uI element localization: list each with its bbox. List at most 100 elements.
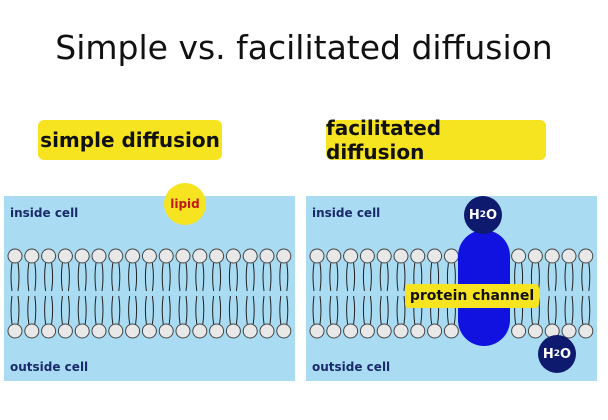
phospholipid-icon <box>141 323 157 339</box>
phospholipid-icon <box>427 323 443 339</box>
phospholipid-icon <box>24 323 40 339</box>
phospholipid-icon <box>225 323 241 339</box>
water-subscript: 2 <box>479 210 487 220</box>
lipid-tail <box>135 262 138 292</box>
lipid-tail <box>202 262 205 292</box>
phospholipid-icon <box>376 323 392 339</box>
outside-cell-label: outside cell <box>10 360 89 374</box>
phospholipid-icon <box>108 248 124 264</box>
phospholipid-icon <box>309 323 325 339</box>
page-title: Simple vs. facilitated diffusion <box>55 28 553 67</box>
phospholipid-icon <box>393 248 409 264</box>
lipid-tail <box>245 262 248 292</box>
lipid-tail <box>269 262 272 292</box>
lipid-tail <box>396 295 399 325</box>
lipid-tail <box>10 295 13 325</box>
lipid-tail <box>128 262 131 292</box>
phospholipid-icon <box>158 323 174 339</box>
lipid-tail <box>128 295 131 325</box>
lipid-tail <box>346 295 349 325</box>
phospholipid-icon <box>141 248 157 264</box>
phospholipid-icon <box>24 248 40 264</box>
lipid-tail <box>111 295 114 325</box>
phospholipid-icon <box>209 323 225 339</box>
lipid-tail <box>67 262 70 292</box>
lipid-tail <box>353 262 356 292</box>
lipid-tail <box>329 262 332 292</box>
phospholipid-icon <box>359 323 375 339</box>
phospholipid-icon <box>91 248 107 264</box>
phospholipid-icon <box>527 323 543 339</box>
lipid-molecule-icon: lipid <box>164 183 206 225</box>
lipid-tail <box>403 262 406 292</box>
inside-cell-label: inside cell <box>10 206 79 220</box>
lipid-tail <box>161 262 164 292</box>
lipid-tail <box>571 262 574 292</box>
inside-cell-label: inside cell <box>312 206 381 220</box>
phospholipid-icon <box>125 323 141 339</box>
phospholipid-icon <box>527 248 543 264</box>
lipid-tail <box>564 262 567 292</box>
lipid-tail <box>571 295 574 325</box>
lipid-tail <box>319 262 322 292</box>
lipid-tail <box>269 295 272 325</box>
phospholipid-icon <box>74 248 90 264</box>
lipid-tail <box>279 262 282 292</box>
lipid-tail <box>581 262 584 292</box>
simple-diffusion-panel: inside cell outside cell <box>4 196 295 381</box>
lipid-tail <box>369 295 372 325</box>
phospholipid-bilayer <box>309 248 594 339</box>
lipid-tail <box>252 262 255 292</box>
phospholipid-icon <box>41 248 57 264</box>
lipid-tail <box>286 295 289 325</box>
lipid-tail <box>195 295 198 325</box>
lipid-tail <box>386 295 389 325</box>
lipid-tail <box>27 262 30 292</box>
lipid-tail <box>219 295 222 325</box>
lipid-tail <box>362 262 365 292</box>
lipid-tail <box>10 262 13 292</box>
phospholipid-icon <box>276 248 292 264</box>
lipid-tail <box>212 262 215 292</box>
water-o: O <box>486 207 498 223</box>
lipid-tail <box>101 262 104 292</box>
lipid-tail <box>17 295 20 325</box>
lipid-tail <box>84 295 87 325</box>
lipid-tail <box>44 295 47 325</box>
phospholipid-icon <box>259 323 275 339</box>
phospholipid-icon <box>74 323 90 339</box>
lipid-tail <box>161 295 164 325</box>
lipid-tail <box>235 262 238 292</box>
phospholipid-icon <box>242 248 258 264</box>
lipid-tail <box>245 295 248 325</box>
phospholipid-icon <box>209 248 225 264</box>
protein-channel-label: protein channel <box>405 284 539 308</box>
lipid-tail <box>369 262 372 292</box>
phospholipid-icon <box>326 323 342 339</box>
phospholipid-icon <box>410 248 426 264</box>
phospholipid-icon <box>91 323 107 339</box>
lipid-tail <box>44 262 47 292</box>
lipid-tail <box>588 295 591 325</box>
lipid-tail <box>144 262 147 292</box>
lipid-tail <box>118 295 121 325</box>
phospholipid-icon <box>561 248 577 264</box>
lipid-tail <box>185 295 188 325</box>
lipid-tail <box>118 262 121 292</box>
phospholipid-icon <box>175 248 191 264</box>
phospholipid-icon <box>125 248 141 264</box>
lipid-tail <box>151 262 154 292</box>
lipid-tail <box>336 262 339 292</box>
phospholipid-icon <box>276 323 292 339</box>
phospholipid-icon <box>359 248 375 264</box>
phospholipid-icon <box>561 323 577 339</box>
phospholipid-icon <box>242 323 258 339</box>
phospholipid-icon <box>578 248 594 264</box>
lipid-tail <box>178 295 181 325</box>
phospholipid-bilayer <box>7 248 292 339</box>
lipid-tail <box>581 295 584 325</box>
phospholipid-icon <box>7 248 23 264</box>
lipid-tail <box>84 262 87 292</box>
facilitated-diffusion-heading: facilitated diffusion <box>326 116 546 164</box>
